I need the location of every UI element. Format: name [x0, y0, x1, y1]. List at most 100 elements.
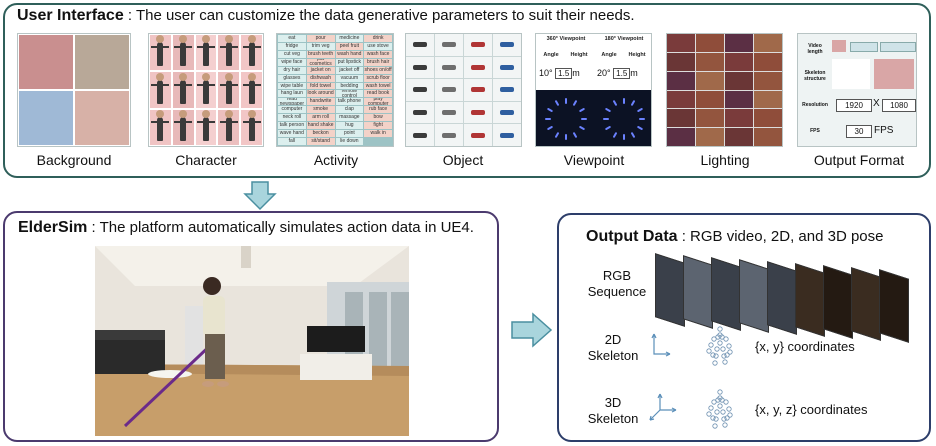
activity-option[interactable]: fridge	[278, 42, 306, 50]
activity-option[interactable]: vacuum	[335, 74, 364, 82]
activity-option[interactable]: wipe face	[278, 58, 306, 66]
object-option[interactable]	[406, 34, 434, 56]
character-option[interactable]	[240, 108, 263, 146]
activity-option[interactable]: medicine	[335, 35, 364, 42]
left-height-value[interactable]: 1.5	[555, 68, 573, 79]
activity-option[interactable]: look around	[306, 90, 335, 98]
object-option[interactable]	[464, 101, 492, 124]
skeleton-option-1[interactable]	[832, 59, 870, 89]
activity-option[interactable]: point	[335, 130, 364, 138]
activity-option[interactable]: drink	[364, 35, 392, 42]
activity-option[interactable]: neck roll	[278, 114, 306, 122]
lighting-option[interactable]	[667, 34, 695, 52]
lighting-option[interactable]	[696, 128, 724, 146]
object-option[interactable]	[493, 34, 521, 56]
activity-option[interactable]: hug	[335, 122, 364, 130]
resolution-width-field[interactable]: 1920	[836, 99, 872, 112]
lighting-option[interactable]	[725, 128, 753, 146]
activity-option[interactable]: fight	[364, 122, 392, 130]
lighting-option[interactable]	[696, 109, 724, 128]
video-length-option-3[interactable]	[880, 42, 916, 52]
object-option[interactable]	[464, 56, 492, 79]
character-option[interactable]	[194, 34, 218, 72]
object-option[interactable]	[493, 124, 521, 146]
lighting-option[interactable]	[754, 128, 782, 146]
character-option[interactable]	[194, 71, 218, 109]
object-option[interactable]	[493, 79, 521, 101]
activity-option[interactable]: massage	[335, 114, 364, 122]
activity-option[interactable]: beckon	[306, 130, 335, 138]
activity-option[interactable]: read newspaper	[278, 98, 306, 106]
lighting-option[interactable]	[725, 52, 753, 71]
skeleton-option-2[interactable]	[874, 59, 914, 89]
character-option[interactable]	[149, 71, 172, 109]
activity-option[interactable]: wave hand	[278, 130, 306, 138]
activity-option[interactable]: fold towel	[306, 82, 335, 90]
object-option[interactable]	[406, 56, 434, 79]
object-option[interactable]	[464, 79, 492, 101]
character-option[interactable]	[149, 34, 172, 72]
activity-option[interactable]: smoke	[306, 106, 335, 114]
video-length-option-2[interactable]	[850, 42, 878, 52]
lighting-option[interactable]	[667, 109, 695, 128]
character-option[interactable]	[171, 108, 195, 146]
activity-option[interactable]: arm roll	[306, 114, 335, 122]
activity-option[interactable]: bedding	[335, 82, 364, 90]
lighting-option[interactable]	[667, 52, 695, 71]
object-option[interactable]	[406, 124, 434, 146]
lighting-option[interactable]	[667, 71, 695, 90]
object-option[interactable]	[435, 101, 463, 124]
right-height-value[interactable]: 1.5	[613, 68, 631, 79]
activity-option[interactable]: talk person	[278, 122, 306, 130]
activity-option[interactable]: handwrite	[306, 98, 335, 106]
activity-option[interactable]: wipe table	[278, 82, 306, 90]
activity-option[interactable]: hang laun	[278, 90, 306, 98]
lighting-option[interactable]	[696, 34, 724, 52]
activity-option[interactable]: remote control	[335, 90, 364, 98]
right-angle-value[interactable]: 20°	[597, 68, 611, 78]
lighting-option[interactable]	[696, 52, 724, 71]
activity-option[interactable]: lie down	[335, 138, 364, 145]
activity-option[interactable]: trim veg	[306, 42, 335, 50]
activity-option[interactable]: clap	[335, 106, 364, 114]
lighting-option[interactable]	[754, 109, 782, 128]
activity-option[interactable]: sit/stand	[306, 138, 335, 145]
fps-field[interactable]: 30	[846, 125, 872, 138]
lighting-option[interactable]	[696, 71, 724, 90]
lighting-option[interactable]	[667, 128, 695, 146]
object-option[interactable]	[435, 124, 463, 146]
activity-option[interactable]: wash hand	[335, 50, 364, 58]
activity-option[interactable]: shoes on/off	[364, 66, 392, 74]
activity-option[interactable]: fall	[278, 138, 306, 145]
activity-option[interactable]: dishwash	[306, 74, 335, 82]
activity-option[interactable]: put cosmetics	[306, 58, 335, 66]
activity-option[interactable]: use stove	[364, 42, 392, 50]
activity-option[interactable]: brush hair	[364, 58, 392, 66]
activity-option[interactable]: play computer	[364, 98, 392, 106]
activity-option[interactable]: bow	[364, 114, 392, 122]
activity-option[interactable]: wash towel	[364, 82, 392, 90]
object-option[interactable]	[435, 56, 463, 79]
activity-option[interactable]: brush teeth	[306, 50, 335, 58]
activity-option[interactable]: talk phone	[335, 98, 364, 106]
lighting-option[interactable]	[725, 71, 753, 90]
object-option[interactable]	[464, 124, 492, 146]
activity-option[interactable]: cut veg	[278, 50, 306, 58]
activity-option[interactable]: wash face	[364, 50, 392, 58]
activity-option[interactable]: pour	[306, 35, 335, 42]
object-option[interactable]	[464, 34, 492, 56]
object-option[interactable]	[435, 34, 463, 56]
lighting-option[interactable]	[754, 90, 782, 109]
character-option[interactable]	[217, 71, 241, 109]
activity-option[interactable]: jacket on	[306, 66, 335, 74]
character-option[interactable]	[240, 34, 263, 72]
activity-option[interactable]: jacket off	[335, 66, 364, 74]
object-option[interactable]	[435, 79, 463, 101]
video-length-option-1[interactable]	[832, 40, 846, 52]
character-option[interactable]	[171, 34, 195, 72]
object-option[interactable]	[406, 79, 434, 101]
character-option[interactable]	[217, 108, 241, 146]
object-option[interactable]	[493, 56, 521, 79]
lighting-option[interactable]	[696, 90, 724, 109]
activity-option[interactable]: read book	[364, 90, 392, 98]
